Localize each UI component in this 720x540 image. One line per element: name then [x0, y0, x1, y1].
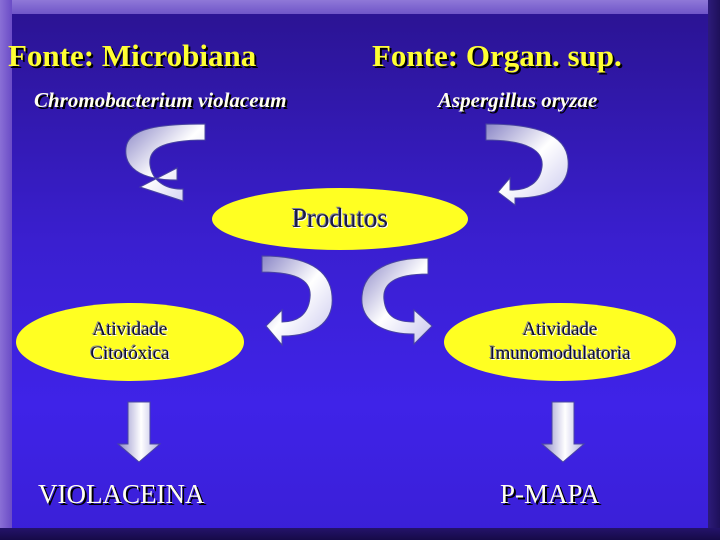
products-ellipse: Produtos — [212, 188, 468, 250]
cytotoxic-activity-ellipse: Atividade Citotóxica — [16, 303, 244, 381]
pmapa-result-label: P-MAPA — [500, 479, 600, 509]
frame-bevel-bottom — [0, 528, 720, 540]
down-arrow-icon-right — [540, 401, 586, 463]
violaceina-result-label: VIOLACEINA — [38, 479, 205, 509]
immunomodulatory-activity-ellipse: Atividade Imunomodulatoria — [444, 303, 676, 381]
immunomodulatory-activity-line2: Imunomodulatoria — [489, 343, 631, 364]
microbial-source-title: Fonte: Microbiana — [8, 38, 257, 73]
frame-bevel-left — [0, 0, 12, 540]
cytotoxic-activity-line1: Atividade — [92, 319, 168, 341]
immunomodulatory-activity-line1: Atividade — [522, 319, 598, 341]
curved-arrow-icon-middle-left — [261, 255, 333, 347]
curved-arrow-icon-top-right — [485, 123, 569, 207]
superior-organism-label: Aspergillus oryzae — [438, 88, 598, 112]
products-label: Produtos — [291, 203, 389, 234]
curved-arrow-icon-top-left — [125, 123, 206, 202]
superior-source-title: Fonte: Organ. sup. — [372, 38, 622, 73]
curved-arrow-icon-middle-right — [361, 257, 433, 346]
frame-bevel-right — [708, 0, 720, 540]
down-arrow-icon-left — [116, 401, 162, 463]
cytotoxic-activity-line2: Citotóxica — [90, 343, 170, 364]
frame-bevel-top — [0, 0, 720, 14]
microbial-organism-label: Chromobacterium violaceum — [34, 88, 287, 112]
